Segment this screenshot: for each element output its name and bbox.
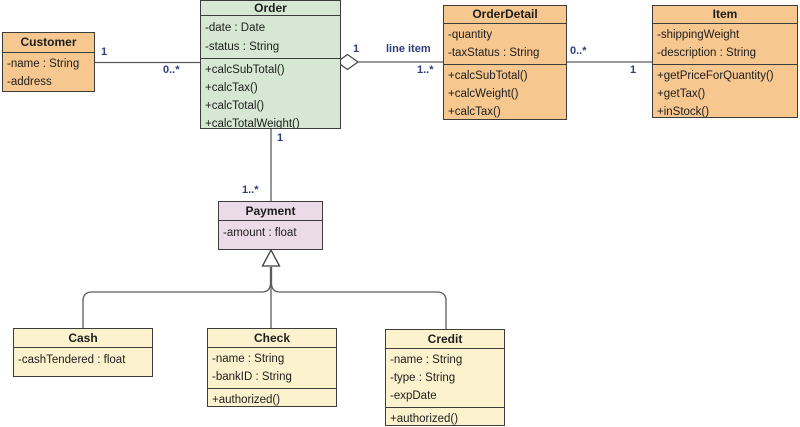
edge-payment-cash[interactable] xyxy=(82,267,272,328)
multiplicity-order-side[interactable]: 0..* xyxy=(163,64,180,76)
class-check-title: Check xyxy=(208,329,336,348)
aggregation-diamond-icon[interactable] xyxy=(335,53,360,71)
class-attribute: -bankID : String xyxy=(212,371,292,383)
multiplicity-item-side[interactable]: 1 xyxy=(630,64,637,76)
class-attribute: -type : String xyxy=(390,372,456,384)
class-attribute: -description : String xyxy=(657,47,757,59)
class-method: +inStock() xyxy=(657,106,710,118)
class-item-attributes: -shippingWeight -description : String xyxy=(653,24,797,64)
class-attribute: -name : String xyxy=(7,58,80,70)
class-method: +calcTotalWeight() xyxy=(205,118,300,129)
class-method: +authorized() xyxy=(390,413,459,425)
class-attribute: -name : String xyxy=(390,354,463,366)
class-attribute: -quantity xyxy=(448,29,493,41)
class-attribute: -taxStatus : String xyxy=(448,47,540,59)
multiplicity-orderdetail-item-side[interactable]: 0..* xyxy=(570,45,587,57)
class-credit-title: Credit xyxy=(386,330,504,349)
class-cash-attributes: -cashTendered : float xyxy=(14,348,152,371)
class-check-methods: +authorized() xyxy=(208,388,336,406)
class-order-methods: +calcSubTotal() +calcTax() +calcTotal() … xyxy=(201,58,340,129)
class-method: +calcTax() xyxy=(448,106,501,118)
multiplicity-aggregation-order-side[interactable]: 1 xyxy=(353,43,360,55)
multiplicity-payment-side[interactable]: 1..* xyxy=(242,184,259,196)
class-attribute: -name : String xyxy=(212,353,285,365)
class-orderdetail-methods: +calcSubTotal() +calcWeight() +calcTax() xyxy=(444,64,566,119)
class-method: +calcSubTotal() xyxy=(205,64,285,76)
edge-payment-credit[interactable] xyxy=(270,267,447,329)
class-order-attributes: -date : Date -status : String xyxy=(201,16,340,58)
class-orderdetail-title: OrderDetail xyxy=(444,6,566,24)
class-cash-title: Cash xyxy=(14,329,152,348)
association-name-line-item[interactable]: line item xyxy=(386,43,431,55)
class-method: +authorized() xyxy=(212,394,281,406)
class-item-methods: +getPriceForQuantity() +getTax() +inStoc… xyxy=(653,64,797,118)
class-credit-methods: +authorized() xyxy=(386,407,504,425)
multiplicity-orderdetail-side[interactable]: 1..* xyxy=(417,64,434,76)
class-check-attributes: -name : String -bankID : String xyxy=(208,348,336,388)
class-method: +calcWeight() xyxy=(448,88,519,100)
class-attribute: -shippingWeight xyxy=(657,29,740,41)
multiplicity-customer-side[interactable]: 1 xyxy=(101,46,108,58)
class-credit[interactable]: Credit -name : String -type : String -ex… xyxy=(385,329,505,426)
class-customer-attributes: -name : String -address xyxy=(3,53,94,91)
class-order-title: Order xyxy=(201,1,340,16)
class-credit-attributes: -name : String -type : String -expDate xyxy=(386,349,504,407)
class-customer[interactable]: Customer -name : String -address xyxy=(2,32,95,92)
class-method: +calcTax() xyxy=(205,82,258,94)
class-attribute: -status : String xyxy=(205,41,280,53)
class-item-title: Item xyxy=(653,6,797,24)
class-check[interactable]: Check -name : String -bankID : String +a… xyxy=(207,328,337,407)
class-payment[interactable]: Payment -amount : float xyxy=(218,201,323,250)
multiplicity-order-payment-order-side[interactable]: 1 xyxy=(277,132,284,144)
class-payment-attributes: -amount : float xyxy=(219,221,322,244)
class-orderdetail[interactable]: OrderDetail -quantity -taxStatus : Strin… xyxy=(443,5,567,120)
class-item[interactable]: Item -shippingWeight -description : Stri… xyxy=(652,5,798,118)
class-attribute: -address xyxy=(7,76,52,88)
class-order[interactable]: Order -date : Date -status : String +cal… xyxy=(200,0,341,129)
class-payment-title: Payment xyxy=(219,202,322,221)
class-customer-title: Customer xyxy=(3,33,94,53)
class-method: +calcSubTotal() xyxy=(448,70,528,82)
class-method: +getTax() xyxy=(657,88,706,100)
class-attribute: -date : Date xyxy=(205,22,266,34)
class-attribute: -cashTendered : float xyxy=(18,354,126,366)
class-method: +calcTotal() xyxy=(205,100,265,112)
inheritance-triangle-icon[interactable] xyxy=(261,248,281,267)
class-attribute: -expDate xyxy=(390,390,437,402)
class-attribute: -amount : float xyxy=(223,227,297,239)
class-method: +getPriceForQuantity() xyxy=(657,70,774,82)
class-cash[interactable]: Cash -cashTendered : float xyxy=(13,328,153,377)
class-orderdetail-attributes: -quantity -taxStatus : String xyxy=(444,24,566,64)
